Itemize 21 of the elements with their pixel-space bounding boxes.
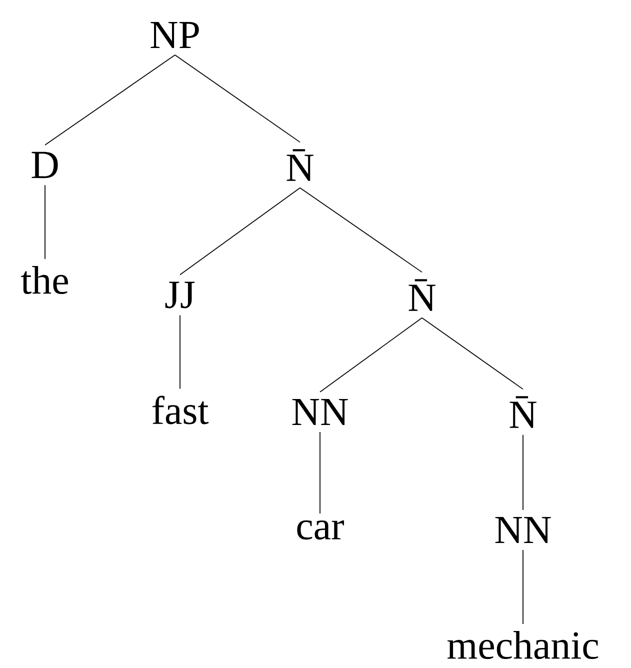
tree-branch: [44, 54, 176, 146]
tree-label: NP: [150, 22, 199, 48]
tree-branch: [300, 187, 422, 273]
tree-label: N̄: [408, 279, 436, 311]
tree-label: fast: [152, 396, 209, 424]
tree-label: D: [32, 152, 58, 178]
tree-label: mechanic: [448, 631, 598, 660]
tree-label: N̄: [510, 396, 536, 428]
tree-label: car: [297, 520, 344, 540]
tree-branch: [422, 317, 524, 390]
tree-label: NN: [495, 516, 551, 544]
tree-label: NN: [292, 398, 348, 426]
tree-branch: [522, 434, 524, 510]
tree-branch: [174, 54, 300, 143]
tree-branch: [44, 184, 46, 260]
tree-label: JJ: [165, 282, 195, 308]
tree-branch: [522, 550, 524, 624]
tree-branch: [320, 317, 422, 392]
tree-branch: [180, 187, 300, 276]
tree-label: N̄: [286, 149, 314, 181]
tree-label: the: [21, 266, 68, 294]
